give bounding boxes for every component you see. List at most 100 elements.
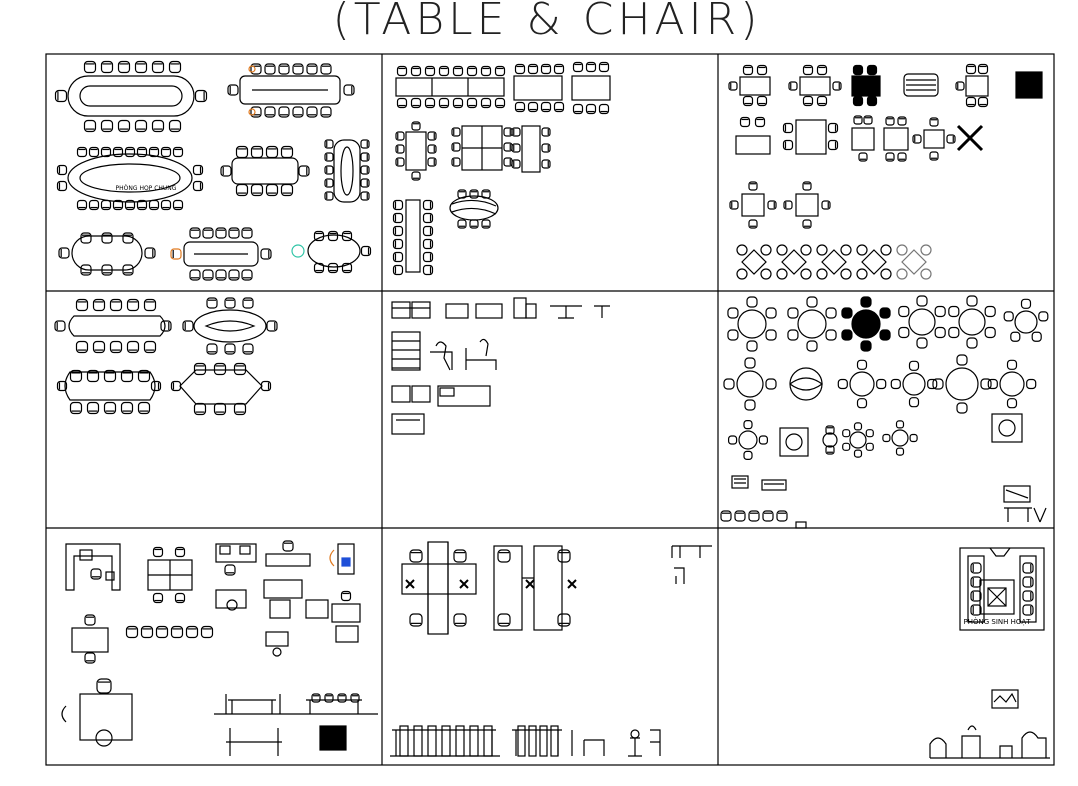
chair-symbol [155, 625, 169, 639]
chair-symbol [438, 97, 450, 109]
chair-symbol [148, 199, 160, 211]
diamond-table [861, 249, 887, 275]
chair-seat [189, 227, 201, 239]
chair-symbol [280, 145, 294, 159]
chair-seat [422, 225, 434, 237]
chair-symbol [200, 625, 214, 639]
chair-symbol [103, 401, 117, 415]
chair-seat [494, 97, 506, 109]
chair-seat [54, 89, 68, 103]
chair-seat [598, 103, 610, 115]
chair-seat [898, 305, 910, 318]
chair-seat [202, 269, 214, 281]
chair-symbol [494, 97, 506, 109]
chair-seat [422, 199, 434, 211]
chair-symbol [466, 97, 478, 109]
person-at-desk [465, 338, 497, 370]
chair-seat [100, 60, 114, 74]
chair-symbol [152, 546, 164, 558]
filing-cabinet [391, 331, 421, 371]
chair-seat [280, 183, 294, 197]
chair-seat [480, 65, 492, 77]
chair-symbol [264, 106, 276, 118]
chair-seat [422, 251, 434, 263]
l-desk [65, 543, 121, 591]
chair-seat [360, 139, 370, 149]
chair-seat [250, 183, 264, 197]
chair-seat [69, 401, 83, 415]
chair-seat [213, 362, 227, 376]
panel-living-room: PHÒNG SINH HOẠT [929, 547, 1050, 759]
chair-symbol [395, 131, 405, 141]
chair-seat [956, 402, 968, 414]
room-outline [959, 547, 1045, 631]
chair-symbol [193, 362, 207, 376]
chair-seat [438, 65, 450, 77]
chair-symbol [858, 152, 868, 162]
chair-seat [882, 433, 891, 443]
chair-symbol [292, 106, 304, 118]
chair-symbol [469, 189, 479, 199]
chair-symbol [136, 146, 148, 158]
chair-symbol [206, 343, 218, 355]
desk [263, 579, 303, 599]
chair-symbol [126, 340, 140, 354]
chair-seat [977, 63, 989, 75]
chair-seat [320, 106, 332, 118]
chair-seat [970, 562, 982, 574]
chair-seat [729, 200, 739, 210]
chair-seat [241, 227, 253, 239]
chair-seat [896, 244, 908, 256]
chair-seat [553, 101, 565, 113]
chair-symbol [320, 63, 332, 75]
chair-seat [927, 378, 938, 390]
chair-seat [553, 63, 565, 75]
chair-back-elevation [539, 725, 548, 757]
chair-symbol [143, 340, 157, 354]
chair-symbol [137, 401, 151, 415]
chair-symbol [282, 540, 294, 552]
table [799, 76, 831, 96]
chair-seat [916, 295, 928, 307]
table [883, 127, 909, 151]
chair-seat [241, 269, 253, 281]
chair-seat [860, 340, 872, 352]
chair-symbol [172, 146, 184, 158]
chair-symbol [213, 362, 227, 376]
chair-seat [341, 230, 353, 242]
chair-symbol [422, 212, 434, 224]
chair-seat [438, 97, 450, 109]
chair-symbol [511, 127, 521, 137]
chair-symbol [144, 247, 156, 259]
chair-seat [494, 65, 506, 77]
round-table [737, 309, 767, 339]
chair-seat [970, 604, 982, 616]
chair-seat [92, 340, 106, 354]
chair-symbol [311, 693, 321, 703]
chair-symbol [241, 227, 253, 239]
chair-symbol [748, 219, 758, 229]
panel-office-workstations [61, 540, 378, 756]
chair-seat [101, 232, 113, 244]
chair-symbol [541, 159, 551, 169]
chair-symbol [827, 122, 839, 134]
chair-seat [320, 63, 332, 75]
chair-seat [987, 378, 998, 390]
chair-symbol [220, 165, 232, 177]
boat-table [64, 371, 156, 401]
chair-symbol [885, 152, 895, 162]
chair-seat [527, 101, 539, 113]
chair-seat [324, 152, 334, 162]
cabinet [411, 385, 431, 403]
chair-seat [194, 89, 208, 103]
chair-seat [392, 199, 404, 211]
chair-symbol [946, 134, 956, 144]
chair-symbol [540, 101, 552, 113]
chair-symbol [278, 106, 290, 118]
chair-symbol [101, 232, 113, 244]
round-table [849, 431, 867, 449]
round-table-set [898, 295, 946, 349]
chair-seat [250, 63, 262, 75]
chair-seat [1022, 590, 1034, 602]
chair-seat [727, 329, 739, 341]
